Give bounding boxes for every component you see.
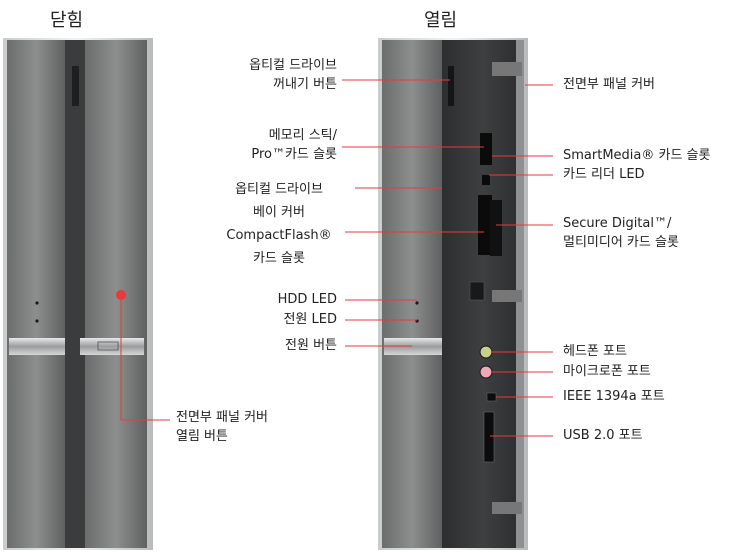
ieee1394-port-shape (486, 392, 497, 402)
closed-header: 닫힘 (50, 10, 84, 31)
label-odd-bay-cf: 옵티컬 드라이브 베이 커버 CompactFlash® 카드 슬롯 (215, 178, 343, 270)
label-cf-line1: CompactFlash® (226, 228, 332, 243)
open-hdd-led-dot (415, 301, 419, 305)
hdd-led-dot (35, 301, 39, 305)
label-memory-stick-line2: Pro™카드 슬롯 (251, 147, 337, 162)
open-power-button (384, 338, 442, 355)
open-left-panel (382, 40, 442, 548)
label-usb: USB 2.0 포트 (563, 428, 643, 443)
usb-port-shape (483, 411, 495, 463)
sd-slot-shape (490, 200, 502, 256)
leader-lines (120, 79, 553, 437)
label-sd-mmc: Secure Digital™/ 멀티미디어 카드 슬롯 (563, 214, 679, 252)
microphone-port-icon (479, 365, 493, 379)
label-sd-line1: Secure Digital™/ (563, 216, 672, 231)
label-odd-bay-line1: 옵티컬 드라이브 (235, 182, 323, 197)
label-smartmedia: SmartMedia® 카드 슬롯 (563, 148, 711, 163)
cover-open-marker (116, 290, 126, 300)
label-odd-eject: 옵티컬 드라이브 꺼내기 버튼 (249, 56, 337, 94)
headphone-port-icon (479, 345, 493, 359)
leader-cover-open (120, 300, 170, 421)
label-front-cover-open-line2: 열림 버튼 (176, 429, 228, 444)
label-power-button: 전원 버튼 (285, 338, 337, 353)
label-headphone: 헤드폰 포트 (563, 344, 627, 359)
closed-device (3, 38, 153, 550)
open-button-glyph (97, 341, 119, 351)
label-odd-eject-line1: 옵티컬 드라이브 (249, 58, 337, 73)
label-odd-eject-line2: 꺼내기 버튼 (273, 77, 337, 92)
label-front-cover-open-line1: 전면부 패널 커버 (176, 410, 268, 425)
closed-left-button (9, 338, 65, 355)
label-cf-line2: 카드 슬롯 (253, 251, 305, 266)
closed-right-panel (85, 40, 147, 548)
hinge-mid (492, 290, 522, 302)
label-microphone: 마이크로폰 포트 (563, 364, 651, 379)
closed-left-panel (7, 40, 65, 548)
hinge-top (492, 62, 522, 76)
memory-stick-slot-shape (480, 133, 492, 165)
open-header: 열림 (424, 10, 458, 31)
closed-center-groove (65, 40, 85, 548)
label-front-cover: 전면부 패널 커버 (563, 77, 655, 92)
label-memory-stick-line1: 메모리 스틱/ (268, 128, 337, 143)
label-hdd-led: HDD LED (277, 292, 337, 307)
power-led-dot (35, 319, 39, 323)
label-sd-line2: 멀티미디어 카드 슬롯 (563, 235, 679, 250)
label-ieee1394: IEEE 1394a 포트 (563, 389, 665, 404)
card-reader-led-shape (482, 175, 490, 185)
compactflash-slot-shape (478, 195, 492, 255)
front-cover-open-button (80, 338, 144, 355)
label-power-led: 전원 LED (283, 312, 337, 327)
switch-shape (469, 281, 485, 301)
label-card-reader-led: 카드 리더 LED (563, 167, 645, 182)
label-odd-bay-line2: 베이 커버 (253, 205, 305, 220)
hinge-bottom (492, 502, 522, 514)
open-device (378, 38, 528, 550)
label-memory-stick: 메모리 스틱/ Pro™카드 슬롯 (251, 126, 337, 164)
label-front-cover-open: 전면부 패널 커버 열림 버튼 (176, 408, 268, 446)
eject-slot (72, 66, 79, 106)
open-eject-slot (448, 66, 454, 106)
